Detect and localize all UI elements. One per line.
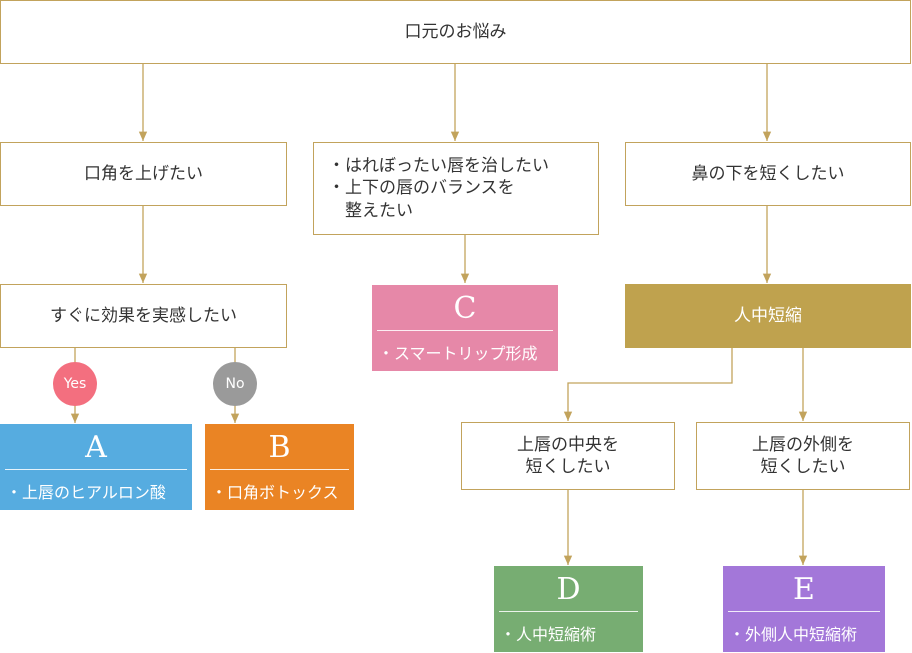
center-line-2: 短くしたい [525,457,611,477]
result-a-card: A ・上唇のヒアルロン酸 [0,424,192,510]
result-d-divider [499,611,638,612]
outer-line-1: 上唇の外側を [752,434,854,455]
nose-label: 鼻の下を短くしたい [691,163,845,184]
result-e-card: E ・外側人中短縮術 [723,566,885,652]
result-b-letter: B [268,430,291,465]
lift-box: 口角を上げたい [0,142,287,206]
result-b-divider [210,469,349,470]
result-e-desc: ・外側人中短縮術 [729,625,858,644]
puffy-box: ・はれぼったい唇を治したい ・上下の唇のバランスを 整えたい [313,142,599,235]
instant-label: すぐに効果を実感したい [50,305,237,326]
result-e-divider [728,611,880,612]
result-d-letter: D [556,572,581,607]
center-line-1: 上唇の中央を [517,434,619,455]
outer-box: 上唇の外側を 短くしたい [696,422,910,490]
lift-label: 口角を上げたい [84,163,203,184]
result-c-desc: ・スマートリップ形成 [378,344,538,363]
no-label: No [225,376,245,392]
result-a-desc: ・上唇のヒアルロン酸 [6,483,166,502]
puffy-line-1: ・はれぼったい唇を治したい [328,156,549,177]
yes-badge: Yes [53,362,97,406]
puffy-line-2: ・上下の唇のバランスを [328,178,515,199]
result-e-letter: E [793,572,815,607]
puffy-line-3: 整えたい [328,200,413,221]
result-c-letter: C [453,291,477,326]
no-badge: No [213,362,257,406]
result-c-divider [377,330,553,331]
instant-box: すぐに効果を実感したい [0,284,287,348]
philtrum-label: 人中短縮 [734,305,802,326]
result-a-letter: A [85,430,107,465]
result-b-card: B ・口角ボトックス [205,424,354,510]
outer-line-2: 短くしたい [760,457,846,477]
philtrum-box: 人中短縮 [625,284,911,348]
result-b-desc: ・口角ボトックス [211,483,339,502]
result-a-divider [5,469,187,470]
result-d-card: D ・人中短縮術 [494,566,643,652]
yes-label: Yes [63,376,87,392]
root-box: 口元のお悩み [0,0,911,64]
center-box: 上唇の中央を 短くしたい [461,422,675,490]
result-d-desc: ・人中短縮術 [500,625,597,644]
root-label: 口元のお悩み [404,21,507,42]
nose-box: 鼻の下を短くしたい [625,142,911,206]
result-c-card: C ・スマートリップ形成 [372,285,558,371]
